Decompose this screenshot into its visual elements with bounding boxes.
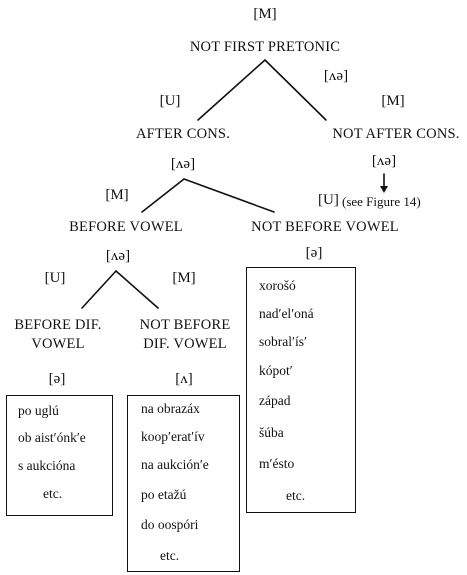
not-before-dif-vowel-label-line1: NOT BEFORE bbox=[139, 317, 231, 333]
example-item: m′ésto bbox=[259, 456, 295, 471]
examples-box-before-dif-vowel bbox=[6, 395, 113, 516]
not-before-vowel-sub-marker: [ə] bbox=[305, 245, 323, 261]
root-label: NOT FIRST PRETONIC bbox=[189, 39, 341, 55]
examples-box-not-before-vowel bbox=[246, 267, 356, 513]
example-item: ob aist′ónk′e bbox=[18, 430, 86, 445]
not-after-cons-result: [U] bbox=[318, 192, 339, 208]
not-after-cons-sub-marker: [ʌə] bbox=[371, 153, 397, 169]
branch-root-to-after-cons bbox=[197, 59, 266, 121]
example-item: na obrazáx bbox=[141, 401, 200, 416]
arrow-head bbox=[380, 186, 388, 193]
before-vowel-marker: [M] bbox=[105, 187, 129, 203]
examples-box-not-before-dif-vowel bbox=[127, 395, 240, 572]
before-dif-vowel-label-line1: BEFORE DIF. bbox=[14, 317, 102, 333]
example-item: západ bbox=[259, 393, 291, 408]
branch-after-cons-to-not-before-vowel bbox=[183, 178, 275, 213]
not-before-dif-vowel-label-line2: DIF. VOWEL bbox=[143, 336, 227, 352]
example-item: na aukción′e bbox=[141, 457, 209, 472]
not-after-cons-label: NOT AFTER CONS. bbox=[332, 126, 460, 142]
after-cons-label: AFTER CONS. bbox=[135, 126, 231, 142]
example-item: s aukcióna bbox=[18, 458, 76, 473]
branch-after-cons-to-before-vowel bbox=[141, 178, 185, 213]
example-item: nad′el′oná bbox=[259, 306, 314, 321]
before-dif-vowel-sub-marker: [ə] bbox=[48, 371, 66, 387]
example-item: po uglú bbox=[18, 403, 59, 418]
after-cons-sub-marker: [ʌə] bbox=[170, 156, 196, 172]
not-after-cons-marker: [M] bbox=[381, 93, 405, 109]
example-item: po etažú bbox=[141, 487, 187, 502]
example-item: kópot′ bbox=[259, 363, 293, 378]
branch-root-to-not-after-cons bbox=[264, 59, 327, 121]
before-dif-vowel-marker: [U] bbox=[44, 270, 66, 286]
not-after-cons-edge-marker: [ʌə] bbox=[323, 68, 349, 84]
before-vowel-sub-marker: [ʌə] bbox=[105, 248, 131, 264]
example-item: koop′erat′ív bbox=[141, 429, 205, 444]
before-dif-vowel-label-line2: VOWEL bbox=[31, 336, 85, 352]
example-etc: etc. bbox=[160, 548, 180, 563]
after-cons-marker: [U] bbox=[159, 93, 181, 109]
example-item: do oospóri bbox=[141, 517, 199, 532]
example-etc: etc. bbox=[43, 486, 63, 501]
not-before-dif-vowel-sub-marker: [ʌ] bbox=[175, 371, 193, 387]
example-item: xorošó bbox=[259, 278, 296, 293]
not-before-dif-vowel-marker: [M] bbox=[172, 270, 196, 286]
figure-reference-note: (see Figure 14) bbox=[342, 194, 421, 209]
example-item: sobral′ís′ bbox=[259, 334, 307, 349]
example-item: šúba bbox=[259, 425, 284, 440]
before-vowel-label: BEFORE VOWEL bbox=[69, 219, 183, 235]
branch-before-vowel-to-dif bbox=[81, 270, 117, 309]
root-marker: [M] bbox=[253, 6, 277, 22]
not-before-vowel-label: NOT BEFORE VOWEL bbox=[251, 219, 399, 235]
branch-before-vowel-to-not-dif bbox=[115, 270, 159, 309]
example-etc: etc. bbox=[286, 488, 306, 503]
